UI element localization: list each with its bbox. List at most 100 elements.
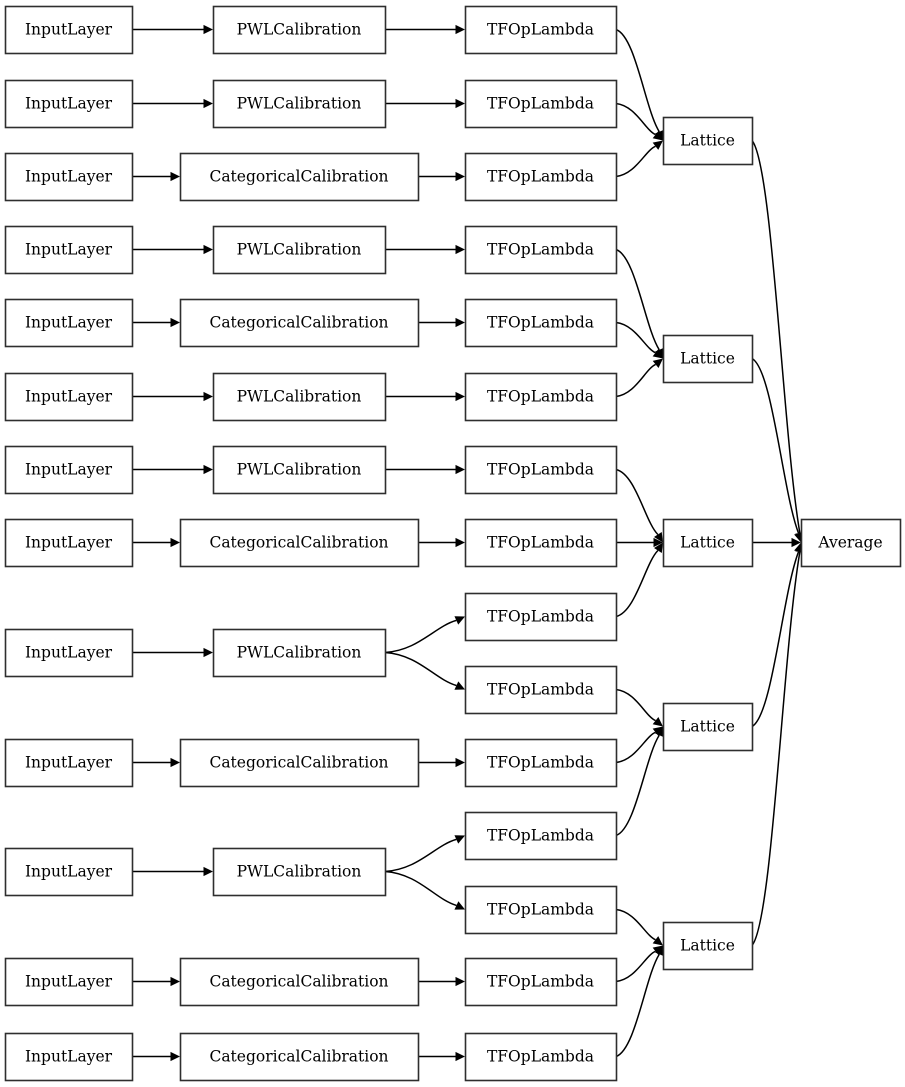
edge-input-layer-to-categorical-calibration	[132, 976, 180, 987]
node-box[interactable]	[464, 5, 618, 55]
node-lat3-lattice[interactable]: Lattice	[662, 518, 754, 568]
node-lat1-lattice[interactable]: Lattice	[662, 116, 754, 166]
node-op14-tfop-lambda[interactable]: TFOpLambda	[464, 957, 618, 1007]
node-box[interactable]	[4, 847, 134, 897]
node-cal4-pwlcalibration[interactable]: PWLCalibration	[212, 225, 387, 275]
node-cal2-pwlcalibration[interactable]: PWLCalibration	[212, 79, 387, 129]
node-box[interactable]	[464, 79, 618, 129]
node-in9-input-layer[interactable]: InputLayer	[4, 628, 134, 678]
node-box[interactable]	[662, 702, 754, 752]
node-box[interactable]	[662, 334, 754, 384]
node-in5-input-layer[interactable]: InputLayer	[4, 298, 134, 348]
node-in13-input-layer[interactable]: InputLayer	[4, 1032, 134, 1082]
node-op9-tfop-lambda[interactable]: TFOpLambda	[464, 592, 618, 642]
node-box[interactable]	[662, 518, 754, 568]
node-op15-tfop-lambda[interactable]: TFOpLambda	[464, 1032, 618, 1082]
node-box[interactable]	[464, 957, 618, 1007]
node-in2-input-layer[interactable]: InputLayer	[4, 79, 134, 129]
node-box[interactable]	[212, 628, 387, 678]
node-op13-tfop-lambda[interactable]: TFOpLambda	[464, 885, 618, 935]
node-op1-tfop-lambda[interactable]: TFOpLambda	[464, 5, 618, 55]
node-box[interactable]	[4, 957, 134, 1007]
node-op8-tfop-lambda[interactable]: TFOpLambda	[464, 518, 618, 568]
node-box[interactable]	[4, 445, 134, 495]
node-in6-input-layer[interactable]: InputLayer	[4, 372, 134, 422]
node-cal6-pwlcalibration[interactable]: PWLCalibration	[212, 372, 387, 422]
node-lat5-lattice[interactable]: Lattice	[662, 921, 754, 971]
node-cal10-categorical-calibration[interactable]: CategoricalCalibration	[179, 738, 420, 788]
node-op4-tfop-lambda[interactable]: TFOpLambda	[464, 225, 618, 275]
node-box[interactable]	[212, 5, 387, 55]
node-cal3-categorical-calibration[interactable]: CategoricalCalibration	[179, 152, 420, 202]
node-lat2-lattice[interactable]: Lattice	[662, 334, 754, 384]
node-box[interactable]	[464, 885, 618, 935]
node-avg-average[interactable]: Average	[800, 518, 902, 568]
node-in11-input-layer[interactable]: InputLayer	[4, 847, 134, 897]
node-box[interactable]	[464, 738, 618, 788]
node-box[interactable]	[4, 225, 134, 275]
node-label: TFOpLambda	[487, 973, 594, 991]
node-in4-input-layer[interactable]: InputLayer	[4, 225, 134, 275]
node-box[interactable]	[4, 298, 134, 348]
node-box[interactable]	[212, 847, 387, 897]
node-cal9-pwlcalibration[interactable]: PWLCalibration	[212, 628, 387, 678]
node-box[interactable]	[4, 152, 134, 202]
node-in12-input-layer[interactable]: InputLayer	[4, 957, 134, 1007]
node-box[interactable]	[464, 665, 618, 715]
node-box[interactable]	[4, 518, 134, 568]
node-box[interactable]	[464, 811, 618, 861]
node-in8-input-layer[interactable]: InputLayer	[4, 518, 134, 568]
node-op7-tfop-lambda[interactable]: TFOpLambda	[464, 445, 618, 495]
arrowhead-icon	[170, 757, 180, 768]
node-cal12-categorical-calibration[interactable]: CategoricalCalibration	[179, 957, 420, 1007]
node-box[interactable]	[212, 445, 387, 495]
node-box[interactable]	[464, 518, 618, 568]
node-box[interactable]	[4, 628, 134, 678]
node-box[interactable]	[4, 79, 134, 129]
node-cal7-pwlcalibration[interactable]: PWLCalibration	[212, 445, 387, 495]
node-box[interactable]	[4, 372, 134, 422]
node-box[interactable]	[662, 116, 754, 166]
node-box[interactable]	[179, 518, 420, 568]
node-box[interactable]	[464, 152, 618, 202]
node-op10-tfop-lambda[interactable]: TFOpLambda	[464, 665, 618, 715]
node-op2-tfop-lambda[interactable]: TFOpLambda	[464, 79, 618, 129]
node-cal13-categorical-calibration[interactable]: CategoricalCalibration	[179, 1032, 420, 1082]
node-box[interactable]	[464, 1032, 618, 1082]
node-box[interactable]	[800, 518, 902, 568]
node-cal1-pwlcalibration[interactable]: PWLCalibration	[212, 5, 387, 55]
node-op11-tfop-lambda[interactable]: TFOpLambda	[464, 738, 618, 788]
node-box[interactable]	[179, 957, 420, 1007]
node-op12-tfop-lambda[interactable]: TFOpLambda	[464, 811, 618, 861]
node-in7-input-layer[interactable]: InputLayer	[4, 445, 134, 495]
node-box[interactable]	[212, 225, 387, 275]
node-in1-input-layer[interactable]: InputLayer	[4, 5, 134, 55]
node-box[interactable]	[212, 372, 387, 422]
node-box[interactable]	[179, 298, 420, 348]
node-cal8-categorical-calibration[interactable]: CategoricalCalibration	[179, 518, 420, 568]
node-box[interactable]	[4, 1032, 134, 1082]
node-box[interactable]	[4, 738, 134, 788]
node-op6-tfop-lambda[interactable]: TFOpLambda	[464, 372, 618, 422]
node-box[interactable]	[179, 738, 420, 788]
node-box[interactable]	[179, 152, 420, 202]
node-lat4-lattice[interactable]: Lattice	[662, 702, 754, 752]
node-box[interactable]	[464, 372, 618, 422]
node-cal11-pwlcalibration[interactable]: PWLCalibration	[212, 847, 387, 897]
node-box[interactable]	[464, 592, 618, 642]
node-box[interactable]	[662, 921, 754, 971]
node-op3-tfop-lambda[interactable]: TFOpLambda	[464, 152, 618, 202]
node-cal5-categorical-calibration[interactable]: CategoricalCalibration	[179, 298, 420, 348]
node-box[interactable]	[179, 1032, 420, 1082]
node-box[interactable]	[464, 225, 618, 275]
node-op5-tfop-lambda[interactable]: TFOpLambda	[464, 298, 618, 348]
edge-tfop-lambda-to-lattice	[615, 321, 663, 359]
node-box[interactable]	[4, 5, 134, 55]
node-in10-input-layer[interactable]: InputLayer	[4, 738, 134, 788]
edge-pwlcalibration-to-tfop-lambda	[385, 244, 465, 255]
node-in3-input-layer[interactable]: InputLayer	[4, 152, 134, 202]
node-box[interactable]	[212, 79, 387, 129]
node-box[interactable]	[464, 445, 618, 495]
node-box[interactable]	[464, 298, 618, 348]
edge-line	[615, 953, 660, 1058]
